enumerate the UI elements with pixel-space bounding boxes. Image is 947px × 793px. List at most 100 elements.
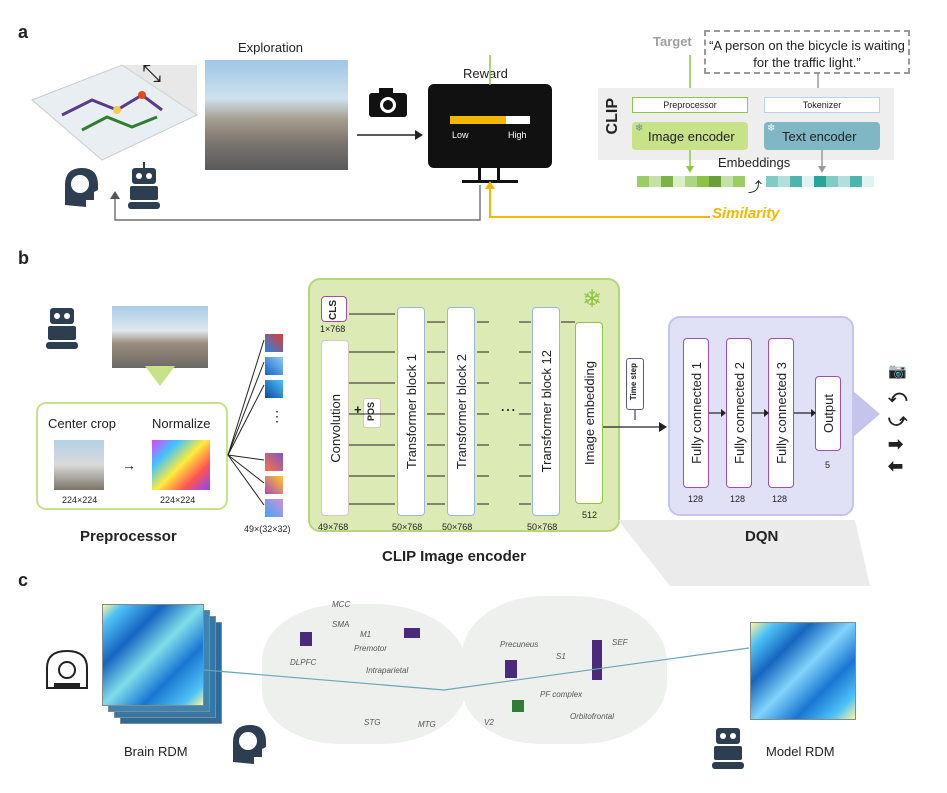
panel-a-letter: a (18, 22, 29, 42)
emb-dim: 512 (582, 510, 598, 520)
horizontal-dots: ⋯ (500, 402, 516, 419)
brain-region (592, 640, 602, 680)
output-block: Output (815, 376, 841, 451)
time-step-box: Time step (626, 358, 644, 410)
image-embedding-strip (637, 176, 745, 187)
clip-caption: CLIP Image encoder (382, 548, 526, 565)
high-label: High (508, 130, 527, 140)
fc1-block: Fully connected 1 (683, 338, 709, 488)
region-label: Orbitofrontal (570, 712, 615, 721)
patch (265, 453, 283, 471)
preprocessor-panel (36, 402, 228, 510)
patch-fan-arrows (227, 339, 265, 506)
target-text: “A person on the bicycle is waiting for … (704, 30, 910, 74)
patch (265, 380, 283, 398)
normalized-image (152, 440, 210, 490)
low-label: Low (452, 130, 469, 140)
map-illustration (31, 64, 199, 161)
mri-scanner-icon (46, 649, 88, 689)
brain-rdm-matrix (102, 604, 204, 706)
conv-dim: 49×768 (318, 522, 349, 532)
rotate-left-icon: ⤺ (888, 386, 908, 406)
snowflake-icon: ❄ (767, 123, 776, 134)
panel-c-letter: c (18, 570, 29, 590)
region-label: SEF (612, 638, 628, 647)
crop-size: 224×224 (62, 495, 98, 505)
region-label: STG (364, 718, 381, 727)
robot-icon (712, 728, 744, 769)
snowflake-icon: ❄ (582, 286, 603, 313)
dqn-caption: DQN (745, 528, 779, 545)
target-label: Target (653, 34, 692, 49)
tb1-dim: 50×768 (392, 522, 423, 532)
region-label: Intraparietal (366, 666, 409, 675)
dqn-arrows (709, 409, 816, 417)
tb12-dim: 50×768 (527, 522, 558, 532)
region-label: PF complex (540, 690, 583, 699)
center-crop-label: Center crop (48, 416, 116, 431)
region-label: DLPFC (290, 658, 317, 667)
region-label: Precuneus (500, 640, 539, 649)
region-label: MTG (418, 720, 436, 729)
embeddings-label: Embeddings (718, 155, 791, 170)
preprocessor-box: Preprocessor (632, 97, 748, 113)
rdm-connection-line (204, 647, 750, 691)
pos-token: POS (363, 398, 381, 428)
norm-size: 224×224 (160, 495, 196, 505)
arrow-right-icon: ➡ (888, 434, 904, 454)
transformer-block-2: Transformer block 2 (447, 307, 475, 516)
tb2-dim: 50×768 (442, 522, 473, 532)
arrow-right: → (122, 457, 136, 473)
patch (265, 499, 283, 517)
reward-bar-fill (450, 116, 506, 124)
rotate-right-icon: ⤻ (888, 410, 908, 430)
brain-head-icon (65, 168, 98, 207)
robot-icon (46, 308, 78, 349)
street-view-image (205, 60, 348, 170)
brain-region (512, 700, 524, 712)
right-hemisphere-flatmap (462, 596, 667, 744)
fc2-block: Fully connected 2 (726, 338, 752, 488)
arrow-left-icon: ⬅ (888, 456, 904, 476)
preprocessor-caption: Preprocessor (80, 528, 177, 545)
brain-region (300, 632, 312, 646)
transformer-block-12: Transformer block 12 (532, 307, 560, 516)
region-label: M1 (360, 630, 372, 639)
image-embedding-label: Image embedding (581, 360, 597, 466)
image-embedding-block: Image embedding (575, 322, 603, 504)
input-frame-image (112, 306, 208, 368)
cls-token: CLS (321, 296, 347, 322)
time-step-label: Time step (629, 363, 638, 401)
left-hemisphere-flatmap (262, 604, 467, 744)
cls-label: CLS (328, 300, 339, 320)
encoder-arrows (349, 313, 575, 505)
expand-arrows-icon: ⤡ (142, 60, 162, 87)
merge-icon: ⤴ (748, 179, 762, 195)
fc3-dim: 128 (772, 494, 788, 504)
camera-icon (369, 88, 407, 117)
projection-wedge (618, 520, 870, 586)
arrow-to-dqn (603, 422, 667, 432)
camera-action-icon: 📷 (888, 363, 907, 380)
convolution-label: Convolution (327, 393, 343, 463)
panel-b-letter: b (18, 248, 29, 268)
fc1-label: Fully connected 1 (688, 362, 704, 464)
region-label: MCC (332, 600, 351, 609)
region-label: Premotor (354, 644, 387, 653)
tokenizer-box: Tokenizer (764, 97, 880, 113)
fc2-dim: 128 (730, 494, 746, 504)
vertical-dots: ⋮ (270, 408, 284, 424)
brain-region (505, 660, 517, 678)
image-encoder-label: Image encoder (648, 129, 735, 144)
output-triangle (852, 390, 880, 438)
out-dim: 5 (825, 460, 831, 470)
cls-dim: 1×768 (320, 324, 346, 334)
down-triangle (145, 366, 175, 386)
reward-label: Reward (463, 66, 508, 81)
clip-label: CLIP (604, 98, 621, 135)
brain-head-icon (233, 725, 266, 764)
text-encoder-box: ❄ Text encoder (764, 122, 880, 150)
brain-rdm-label: Brain RDM (124, 744, 188, 759)
region-label: SMA (332, 620, 350, 629)
monitor-stand (478, 168, 500, 180)
